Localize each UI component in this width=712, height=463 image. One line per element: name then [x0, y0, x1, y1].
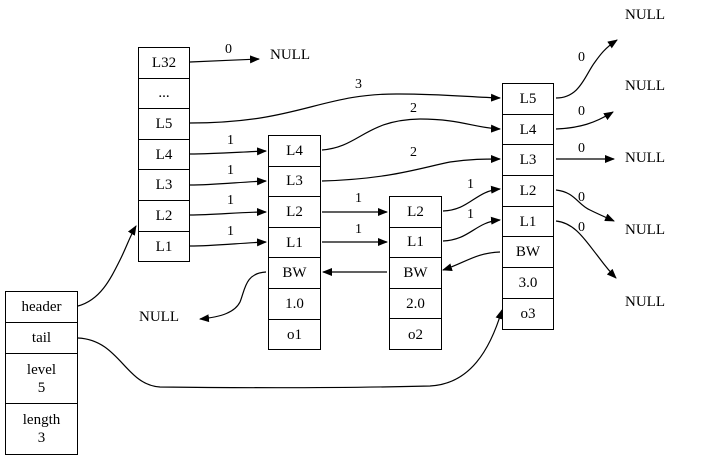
- edge-header-l1-o1-l1: [189, 238, 267, 247]
- node-o3: L5 L4 L3 L2 L1 BW 3.0 o3: [502, 83, 554, 330]
- edge-o3-l5-null: [555, 39, 618, 99]
- level-cell: L1: [269, 228, 320, 259]
- score-cell: 1.0: [269, 289, 320, 320]
- length-value: 3: [37, 430, 46, 446]
- header-node: L32 ... L5 L4 L3 L2 L1: [138, 47, 190, 262]
- level-cell: L1: [503, 207, 553, 238]
- edge-list-header-node: [77, 225, 137, 307]
- edge-header-l5-o3-l5: [189, 93, 501, 124]
- span-label: 1: [227, 163, 234, 178]
- obj-cell: o3: [520, 306, 536, 323]
- span-label: 0: [225, 42, 232, 57]
- span-label: 1: [227, 224, 234, 239]
- span-label: 0: [578, 104, 585, 119]
- node-o2: L2 L1 BW 2.0 o2: [389, 196, 442, 350]
- level-cell: L5: [503, 84, 553, 115]
- edge-header-l3-o1-l3: [189, 177, 267, 186]
- span-label: 0: [578, 220, 585, 235]
- score-cell: 2.0: [390, 289, 441, 320]
- span-label: 1: [227, 133, 234, 148]
- backward-cell: BW: [390, 258, 441, 289]
- level-cell: L2: [503, 176, 553, 207]
- obj-cell: o1: [287, 326, 302, 343]
- null-label: NULL: [625, 78, 665, 94]
- span-label: 2: [410, 101, 417, 116]
- edge-o3-bw-o2-bw: [442, 251, 501, 272]
- backward-cell: BW: [503, 237, 553, 269]
- level-label: level: [26, 361, 57, 378]
- edge-o1-l3-o3-l3: [321, 155, 501, 182]
- level-cell: L3: [503, 145, 553, 177]
- null-label: NULL: [139, 309, 179, 325]
- level-cell: L3: [269, 167, 320, 198]
- span-label: 0: [578, 50, 585, 65]
- level-cell: L4: [269, 136, 320, 167]
- level-cell: L32: [139, 48, 189, 79]
- level-cell: L4: [139, 140, 189, 171]
- level-cell: L2: [139, 201, 189, 232]
- list-header-cell: header: [6, 292, 77, 323]
- edge-list-tail-o3: [77, 309, 504, 389]
- null-label: NULL: [270, 47, 310, 63]
- skiplist-struct: header tail level 5 length 3: [5, 291, 78, 455]
- span-label: 1: [355, 222, 362, 237]
- span-label: 0: [578, 141, 585, 156]
- level-cell: ...: [139, 79, 189, 110]
- level-cell: L2: [390, 197, 441, 228]
- span-label: 2: [410, 145, 417, 160]
- list-length-cell: length 3: [6, 404, 77, 454]
- span-label: 1: [467, 207, 474, 222]
- level-value: 5: [37, 379, 46, 396]
- level-cell: L5: [139, 109, 189, 140]
- level-cell: L4: [503, 115, 553, 146]
- span-label: 1: [227, 193, 234, 208]
- edge-o3-l1-null: [555, 220, 617, 279]
- null-label: NULL: [625, 294, 665, 310]
- edge-o1-l4-o3-l4: [321, 118, 501, 151]
- level-cell: L1: [155, 238, 173, 255]
- edge-o1-bw-null: [199, 271, 267, 323]
- null-label: NULL: [625, 222, 665, 238]
- list-level-cell: level 5: [6, 354, 77, 404]
- obj-cell: o2: [408, 326, 423, 343]
- span-label: 1: [355, 191, 362, 206]
- edge-o2-l2-o3-l2: [442, 185, 501, 212]
- node-o1: L4 L3 L2 L1 BW 1.0 o1: [268, 135, 321, 350]
- span-label: 1: [467, 177, 474, 192]
- score-cell: 3.0: [503, 268, 553, 299]
- backward-cell: BW: [269, 258, 320, 289]
- null-label: NULL: [625, 7, 665, 23]
- length-label: length: [22, 412, 61, 428]
- span-label: 3: [355, 77, 362, 92]
- list-tail-cell: tail: [6, 323, 77, 354]
- null-label: NULL: [625, 150, 665, 166]
- level-cell: L2: [269, 197, 320, 228]
- level-cell: L3: [139, 170, 189, 201]
- level-cell: L1: [390, 228, 441, 259]
- edge-header-l4-o1-l4: [189, 147, 267, 156]
- edge-header-l32-null: [189, 55, 260, 64]
- edge-o2-l1-o3-l1: [442, 216, 501, 242]
- edge-o3-l4-null: [555, 111, 614, 130]
- edge-header-l2-o1-l2: [189, 208, 267, 217]
- span-label: 0: [578, 190, 585, 205]
- edge-o3-l2-null: [555, 189, 615, 222]
